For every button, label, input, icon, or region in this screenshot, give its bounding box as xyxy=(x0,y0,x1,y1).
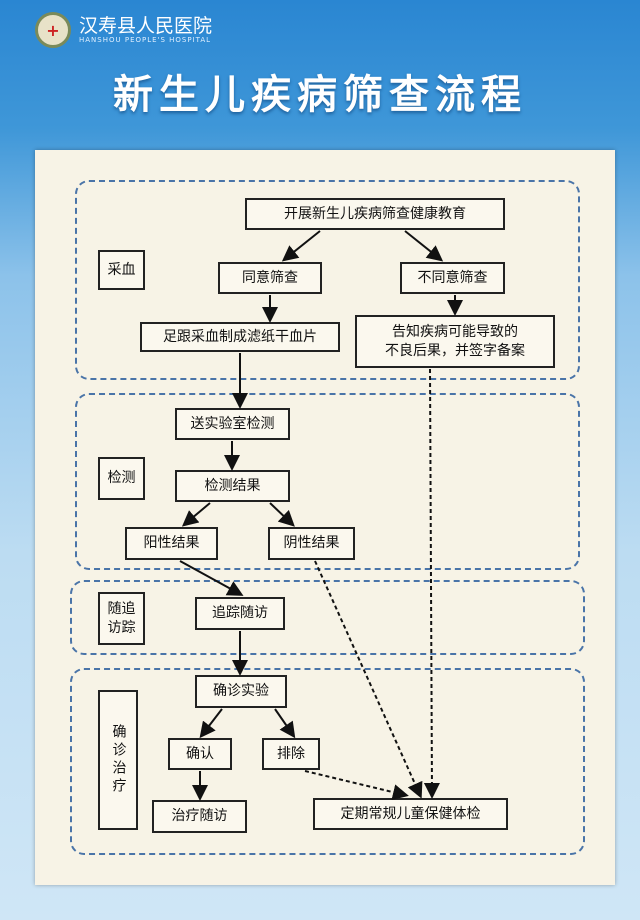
arrow-education-agree xyxy=(281,230,321,262)
arrow-result-positive xyxy=(181,502,211,527)
node-send-lab: 送实验室检测 xyxy=(175,408,290,440)
node-checkup: 定期常规儿童保健体检 xyxy=(313,798,508,830)
label-followup: 随追访踪 xyxy=(98,592,145,645)
label-diagnosis: 确诊治疗 xyxy=(98,690,138,830)
dashed-arrow-negative-checkup xyxy=(314,560,423,799)
hospital-name: 汉寿县人民医院 xyxy=(79,15,213,37)
page-title: 新生儿疾病筛查流程 xyxy=(113,72,527,118)
arrow-positive-track xyxy=(179,560,244,596)
hospital-logo: + xyxy=(35,12,71,48)
node-treatment: 治疗随访 xyxy=(152,800,247,833)
node-inform: 告知疾病可能导致的不良后果，并签字备案 xyxy=(355,315,555,368)
arrow-confirm-confirmed xyxy=(199,708,223,739)
arrow-education-disagree xyxy=(404,230,444,262)
node-inform-l2: 不良后果，并签字备案 xyxy=(385,342,525,359)
node-result: 检测结果 xyxy=(175,470,290,502)
node-disagree: 不同意筛查 xyxy=(400,262,505,294)
section-sampling xyxy=(75,180,580,380)
node-inform-l1: 告知疾病可能导致的 xyxy=(392,323,518,340)
arrow-confirm-excluded xyxy=(274,708,296,739)
hospital-header: + 汉寿县人民医院 HANSHOU PEOPLE'S HOSPITAL xyxy=(35,12,212,48)
node-education: 开展新生儿疾病筛查健康教育 xyxy=(245,198,505,230)
dashed-arrow-excluded-checkup xyxy=(304,770,409,800)
node-confirm-test: 确诊实验 xyxy=(195,675,287,708)
section-testing xyxy=(75,393,580,570)
node-positive: 阳性结果 xyxy=(125,527,218,560)
node-confirmed: 确认 xyxy=(168,738,232,770)
node-heel-sampling: 足跟采血制成滤纸干血片 xyxy=(140,322,340,352)
section-diagnosis xyxy=(70,668,585,855)
dashed-arrow-inform-checkup xyxy=(423,368,440,799)
label-sampling: 采血 xyxy=(98,250,145,290)
hospital-name-en: HANSHOU PEOPLE'S HOSPITAL xyxy=(79,36,212,44)
section-followup xyxy=(70,580,585,655)
arrow-result-negative xyxy=(269,502,295,527)
label-followup-l1: 随追 xyxy=(107,600,136,617)
node-negative: 阴性结果 xyxy=(268,527,355,560)
node-track: 追踪随访 xyxy=(195,597,285,630)
node-agree: 同意筛查 xyxy=(218,262,322,294)
node-excluded: 排除 xyxy=(262,738,320,770)
label-testing: 检测 xyxy=(98,457,145,500)
label-followup-l2: 访踪 xyxy=(107,619,136,636)
